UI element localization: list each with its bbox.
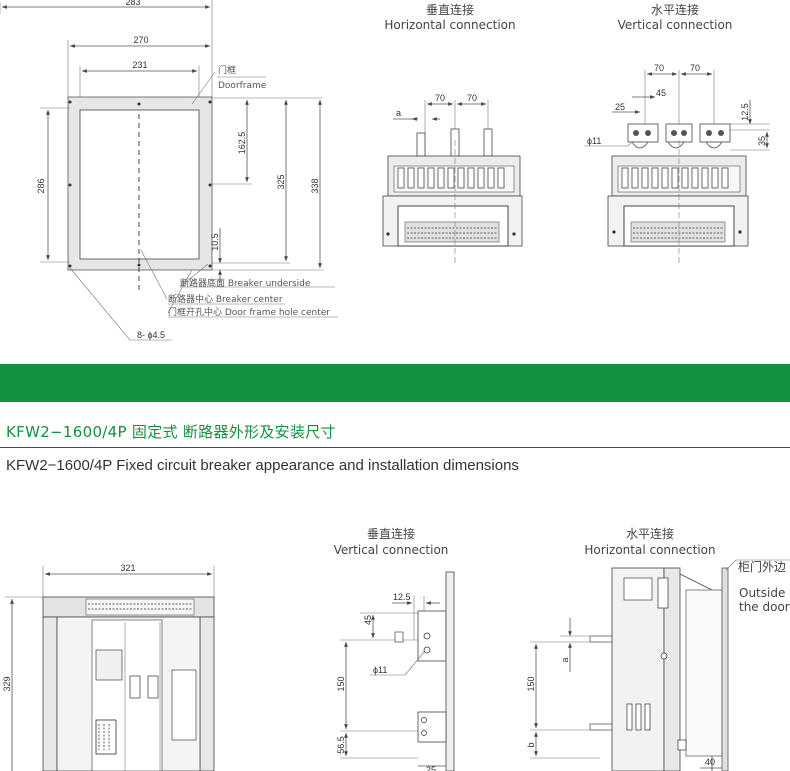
doorframe-label-cn: 门框 xyxy=(218,64,236,76)
dim-56-5: 56.5 xyxy=(336,736,346,754)
dim-70b: 70 xyxy=(467,93,477,103)
holes-label: 8- ϕ4.5 xyxy=(137,330,165,340)
caption-cn: 水平连接 xyxy=(626,526,674,541)
door-label-cn: 柜门外边 xyxy=(738,559,786,574)
dim-283: 283 xyxy=(125,0,140,7)
dim-a: a xyxy=(396,108,401,118)
dim-321: 321 xyxy=(120,563,135,573)
bottom-connection-drawing-1: 垂直连接 Vertical connection 12.5 45 ϕ11 150… xyxy=(334,526,455,771)
dim-338: 338 xyxy=(310,178,320,193)
dim-70b: 70 xyxy=(690,63,700,73)
top-connection-drawing-1: 垂直连接 Horizontal connection 70 70 a xyxy=(382,2,523,265)
dim-45: 45 xyxy=(656,88,666,98)
caption-en: Vertical connection xyxy=(618,18,733,32)
title-underline xyxy=(0,447,790,448)
phi-11: ϕ11 xyxy=(587,136,601,146)
doorframe-label-en: Doorframe xyxy=(218,81,267,91)
dim-162: 162.5 xyxy=(237,132,247,155)
dim-150: 150 xyxy=(526,676,536,691)
door-frame-drawing: 283 270 231 门框 Doorframe 162.5 325 xyxy=(0,0,338,341)
dim-12-5: 12.5 xyxy=(740,103,750,121)
door-hole-center-label: 门框开孔中心 Door frame hole center xyxy=(168,306,330,318)
dim-45: 45 xyxy=(363,615,373,625)
caption-cn: 垂直连接 xyxy=(426,2,474,17)
dim-12-5: 12.5 xyxy=(393,592,411,602)
dim-40: 40 xyxy=(705,757,715,767)
section-title-en: KFW2−1600/4P Fixed circuit breaker appea… xyxy=(6,457,519,474)
dim-70a: 70 xyxy=(654,63,664,73)
caption-cn: 水平连接 xyxy=(651,2,699,17)
breaker-underside-label: 断路器底面 Breaker underside xyxy=(180,277,311,289)
section-divider-bar xyxy=(0,364,790,402)
dim-270: 270 xyxy=(133,35,148,45)
phi-11: ϕ11 xyxy=(373,665,387,675)
front-view-drawing: 321 329 xyxy=(2,563,215,771)
dim-35: 35 xyxy=(757,136,767,146)
dim-25: 25 xyxy=(615,102,625,112)
dim-25: 25 xyxy=(426,765,436,771)
dim-10-5: 10.5 xyxy=(210,233,220,251)
section-title-cn: KFW2−1600/4P 固定式 断路器外形及安装尺寸 xyxy=(6,423,336,441)
dim-329: 329 xyxy=(2,676,12,691)
dim-b: b xyxy=(526,742,536,747)
caption-en: Vertical connection xyxy=(334,543,449,557)
dim-a: a xyxy=(560,657,570,662)
door-label-en-1: Outside xyxy=(739,586,785,600)
breaker-center-label: 断路器中心 Breaker center xyxy=(168,293,283,305)
caption-en: Horizontal connection xyxy=(384,18,515,32)
bottom-connection-drawing-2: 水平连接 Horizontal connection 柜门外边 Outside … xyxy=(526,526,790,771)
dim-231: 231 xyxy=(132,60,147,70)
dim-286: 286 xyxy=(36,178,46,193)
caption-en: Horizontal connection xyxy=(584,543,715,557)
door-label-en-2: the door xyxy=(739,600,790,614)
top-connection-drawing-2: 水平连接 Vertical connection 70 70 45 25 12.… xyxy=(584,2,770,265)
dim-150: 150 xyxy=(336,676,346,691)
dim-70a: 70 xyxy=(435,93,445,103)
dim-325: 325 xyxy=(276,174,286,189)
caption-cn: 垂直连接 xyxy=(367,526,415,541)
